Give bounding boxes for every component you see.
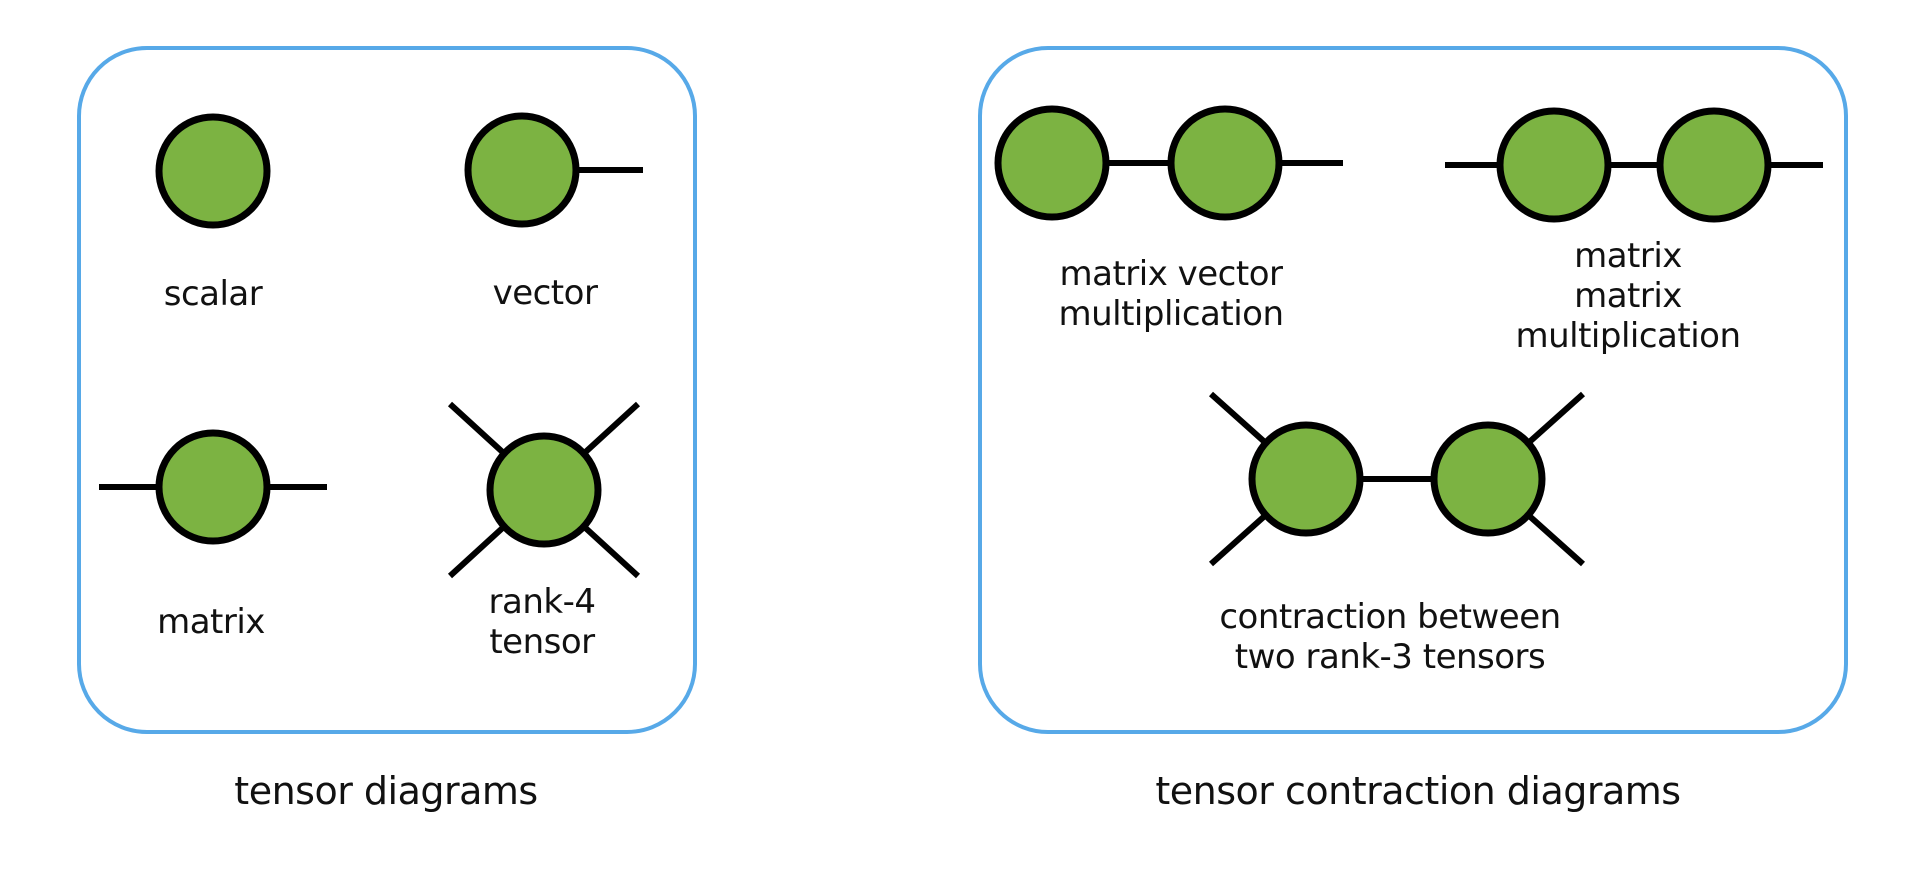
tensor-node (464, 112, 580, 228)
vector-label: vector (492, 273, 598, 313)
tensor-diagrams-caption: tensor diagrams (234, 769, 538, 813)
matrix-vector-multiplication-diagram (994, 105, 1343, 221)
tensor-node (994, 105, 1110, 221)
rank4-tensor-label: rank-4 tensor (488, 582, 596, 662)
tensor-node (486, 432, 602, 548)
tensor-node (1496, 107, 1612, 223)
rank4-tensor-diagram (447, 401, 641, 579)
matrix-vector-multiplication-label: matrix vector multiplication (1058, 254, 1284, 334)
tensor-contraction-diagrams-caption: tensor contraction diagrams (1155, 769, 1681, 813)
tensor-node (1167, 105, 1283, 221)
matrix-matrix-multiplication-label: matrix matrix multiplication (1515, 236, 1741, 356)
tensor-contraction-diagrams-panel: matrix vector multiplication matrix matr… (978, 46, 1848, 734)
rank3-contraction-label: contraction between two rank-3 tensors (1219, 597, 1561, 677)
tensor-node (1248, 421, 1364, 537)
vector-diagram (464, 112, 643, 228)
matrix-label: matrix (157, 602, 265, 642)
tensor-node (1656, 107, 1772, 223)
scalar-label: scalar (163, 274, 263, 314)
matrix-diagram (99, 429, 327, 545)
tensor-node (1430, 421, 1546, 537)
tensor-node (155, 113, 271, 229)
tensor-diagrams-panel: scalar vector matrix rank-4 tensor (77, 46, 697, 734)
rank3-contraction-diagram (1208, 391, 1586, 567)
matrix-matrix-multiplication-diagram (1445, 107, 1823, 223)
scalar-diagram (155, 113, 271, 229)
tensor-node (155, 429, 271, 545)
